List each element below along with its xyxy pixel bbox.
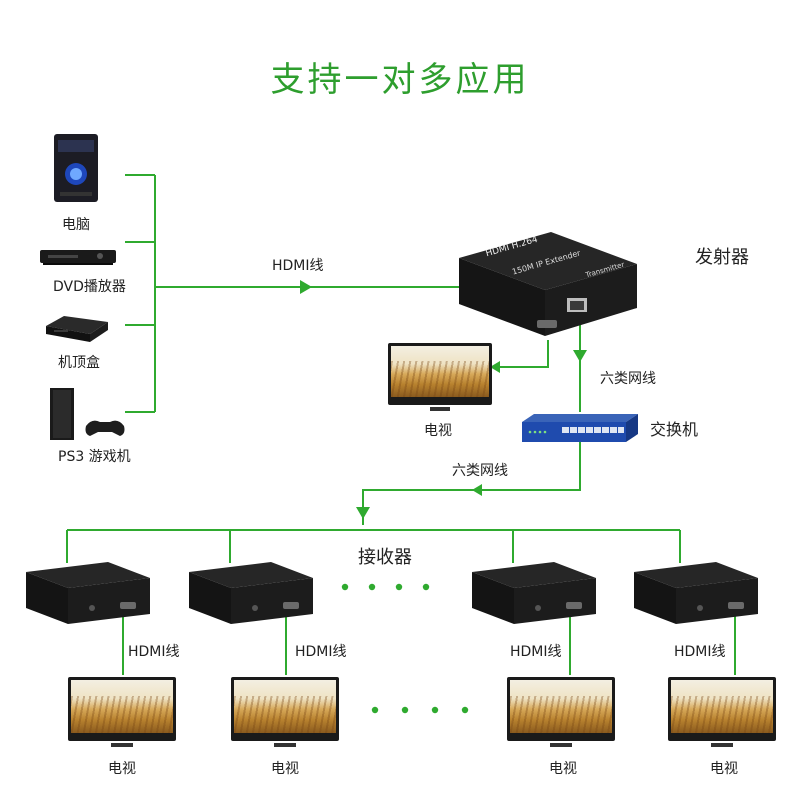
arrow-left-icon	[490, 361, 500, 373]
game-console-icon	[42, 386, 126, 442]
tv-label: 电视	[108, 761, 136, 777]
dvd-player-icon	[38, 246, 118, 268]
cable-label: HDMI线	[272, 258, 324, 274]
receivers-label: 接收器	[358, 547, 412, 568]
more-receivers-dots	[341, 583, 469, 714]
switch-label: 交换机	[650, 420, 699, 439]
network-switch-icon	[520, 412, 640, 444]
source-label: DVD播放器	[53, 279, 126, 295]
tv-icon	[668, 677, 776, 747]
tv-label: 电视	[424, 423, 452, 439]
set-top-box-icon	[42, 312, 110, 346]
receiver-device	[185, 558, 315, 628]
cable-label: HDMI线	[128, 644, 180, 660]
receiver-device	[22, 558, 152, 628]
arrow-down-icon	[356, 507, 370, 519]
tv-label: 电视	[710, 761, 738, 777]
receiver-device	[468, 558, 598, 628]
cable-label: HDMI线	[674, 644, 726, 660]
arrow-right-icon	[300, 280, 312, 294]
tv-icon	[388, 343, 492, 411]
cable-label: HDMI线	[295, 644, 347, 660]
cable-label: HDMI线	[510, 644, 562, 660]
tv-label: 电视	[549, 761, 577, 777]
tv-icon	[231, 677, 339, 747]
transmitter-label: 发射器	[695, 247, 749, 268]
tv-icon	[68, 677, 176, 747]
tv-icon	[507, 677, 615, 747]
page-title: 支持一对多应用	[270, 60, 530, 100]
receiver-device	[630, 558, 760, 628]
source-label: 机顶盒	[58, 355, 100, 371]
source-label: PS3 游戏机	[58, 449, 131, 465]
arrow-down-icon	[573, 350, 587, 362]
tv-label: 电视	[271, 761, 299, 777]
cable-label: 六类网线	[600, 371, 656, 387]
source-label: 电脑	[62, 217, 90, 233]
cable-label: 六类网线	[452, 463, 508, 479]
arrow-left-icon	[472, 484, 482, 496]
computer-tower-icon	[48, 132, 104, 204]
hdmi-port	[537, 320, 557, 328]
transmitter-device: HDMI H.264 150M IP Extender Transmitter	[455, 228, 640, 340]
